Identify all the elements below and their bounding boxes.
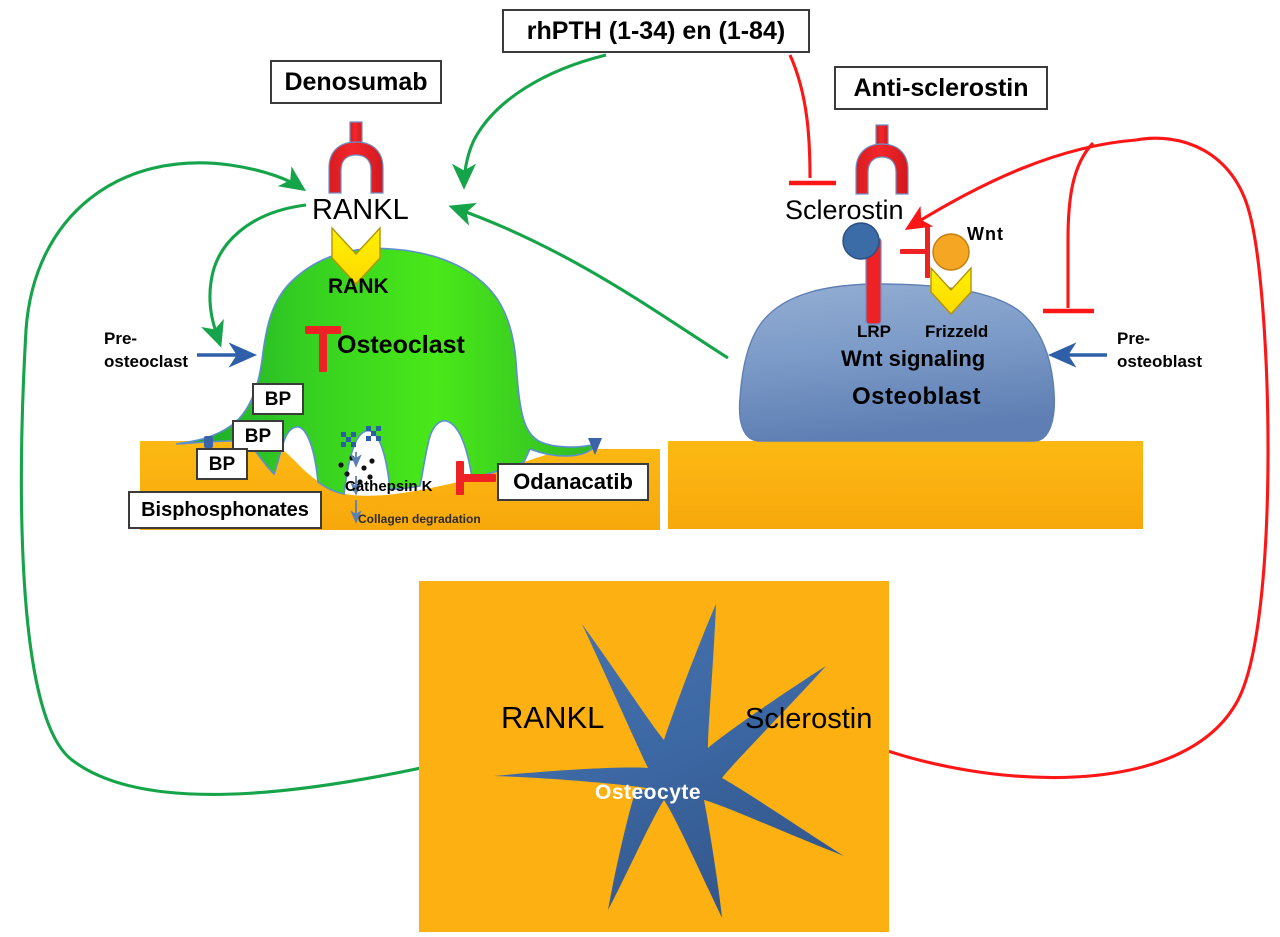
green-path-osteocyte-rankl-to-rankl — [19, 161, 471, 796]
frizzled-receptor-icon — [930, 266, 972, 316]
label-osteoblast-cell-text: Osteoblast — [852, 383, 982, 410]
drug-box-denosumab[interactable]: Denosumab — [270, 60, 442, 104]
label-sclerostin-osteoblast-text: Sclerostin — [785, 195, 904, 225]
drug-box-bp-3[interactable]: BP — [196, 448, 248, 480]
green-path-to-pre-osteoclast — [201, 203, 307, 348]
label-rankl-osteoclast-text: RANKL — [312, 194, 409, 226]
label-osteocyte-rankl: RANKL — [501, 700, 604, 736]
label-sclerostin-osteoblast: Sclerostin — [785, 195, 904, 226]
label-pre-osteoblast-line1: Pre- — [1117, 329, 1151, 348]
label-cathepsin-k-text: Cathepsin K — [345, 478, 433, 495]
sclerostin-molecule-icon — [842, 222, 880, 260]
red-path-rhpth-inhibit-sclerostin — [788, 54, 812, 179]
label-osteoclast-cell: Osteoclast — [337, 331, 465, 360]
label-wnt-text: Wnt — [967, 224, 1004, 244]
label-osteocyte-rankl-text: RANKL — [501, 700, 605, 735]
label-osteocyte-cell: Osteocyte — [595, 781, 701, 805]
label-wnt-signaling-text: Wnt signaling — [841, 346, 986, 371]
drug-box-bp-3-label: BP — [208, 453, 236, 475]
red-path-osteocyte-sclerostin-loop — [867, 136, 1270, 780]
wnt-molecule-icon — [932, 233, 970, 271]
label-osteocyte-sclerostin-text: Sclerostin — [745, 703, 873, 735]
red-path-branch-to-sclerostin-molecule — [904, 138, 1137, 230]
odanacatib-inhibition-tbar — [456, 461, 496, 495]
label-frizzled-text: Frizzeld — [925, 322, 989, 341]
label-pre-osteoblast: Pre- osteoblast — [1117, 328, 1202, 374]
drug-box-odanacatib-label: Odanacatib — [513, 469, 633, 494]
label-frizzled: Frizzeld — [925, 322, 988, 342]
label-osteocyte-cell-text: Osteocyte — [595, 781, 702, 804]
drug-box-denosumab-label: Denosumab — [284, 67, 428, 96]
label-rank-receptor-text: RANK — [328, 275, 389, 298]
label-cathepsin-k: Cathepsin K — [345, 478, 433, 495]
label-pre-osteoclast-line1: Pre- — [104, 329, 138, 348]
resorption-pit-contents — [338, 426, 381, 524]
drug-box-anti-sclerostin-label: Anti-sclerostin — [853, 73, 1029, 102]
drug-box-bp-1-label: BP — [264, 388, 292, 410]
osteocyte-cell — [494, 604, 844, 918]
label-pre-osteoblast-line2: osteoblast — [1117, 351, 1203, 371]
green-path-rhpth-stimulate — [451, 53, 607, 190]
label-osteocyte-sclerostin: Sclerostin — [745, 703, 872, 736]
drug-box-bp-2[interactable]: BP — [232, 420, 284, 452]
anti-sclerostin-antibody-icon — [855, 124, 909, 195]
label-pre-osteoclast-line2: osteoclast — [104, 351, 189, 371]
bone-surface-right — [668, 441, 1143, 529]
osteoclast-inhibition-tbar — [305, 326, 341, 372]
sealing-zone-left — [204, 436, 213, 448]
drug-box-anti-sclerostin[interactable]: Anti-sclerostin — [834, 66, 1048, 110]
sealing-zone-right — [588, 438, 602, 455]
label-collagen-degradation-text: Collagen degradation — [358, 512, 481, 526]
drug-box-odanacatib[interactable]: Odanacatib — [497, 463, 649, 501]
label-pre-osteoclast: Pre- osteoclast — [104, 328, 188, 374]
label-wnt-signaling: Wnt signaling — [841, 346, 985, 372]
drug-box-bisphosphonates[interactable]: Bisphosphonates — [128, 491, 322, 529]
sclerostin-wnt-inhibition-tbar — [900, 226, 930, 278]
rank-receptor-icon — [331, 226, 381, 286]
drug-box-rhpth-label: rhPTH (1-34) en (1-84) — [526, 16, 786, 45]
label-osteoclast-cell-text: Osteoclast — [337, 331, 465, 359]
drug-box-bisphosphonates-label: Bisphosphonates — [141, 499, 309, 521]
label-rankl-osteoclast: RANKL — [312, 194, 409, 227]
label-osteoblast-cell: Osteoblast — [852, 383, 981, 411]
label-collagen-degradation: Collagen degradation — [358, 512, 481, 526]
denosumab-antibody-icon — [328, 121, 384, 194]
osteoblast-cell — [738, 283, 1056, 442]
label-lrp-text: LRP — [857, 322, 891, 341]
green-path-osteoblast-to-rankl — [448, 202, 729, 360]
drug-box-bp-2-label: BP — [244, 425, 272, 447]
label-rank-receptor: RANK — [328, 275, 389, 299]
label-lrp: LRP — [857, 322, 891, 342]
label-wnt: Wnt — [967, 224, 1004, 245]
red-path-branch-to-pre-osteoblast — [1066, 141, 1095, 308]
drug-box-bp-1[interactable]: BP — [252, 383, 304, 415]
drug-box-rhpth[interactable]: rhPTH (1-34) en (1-84) — [502, 9, 810, 53]
